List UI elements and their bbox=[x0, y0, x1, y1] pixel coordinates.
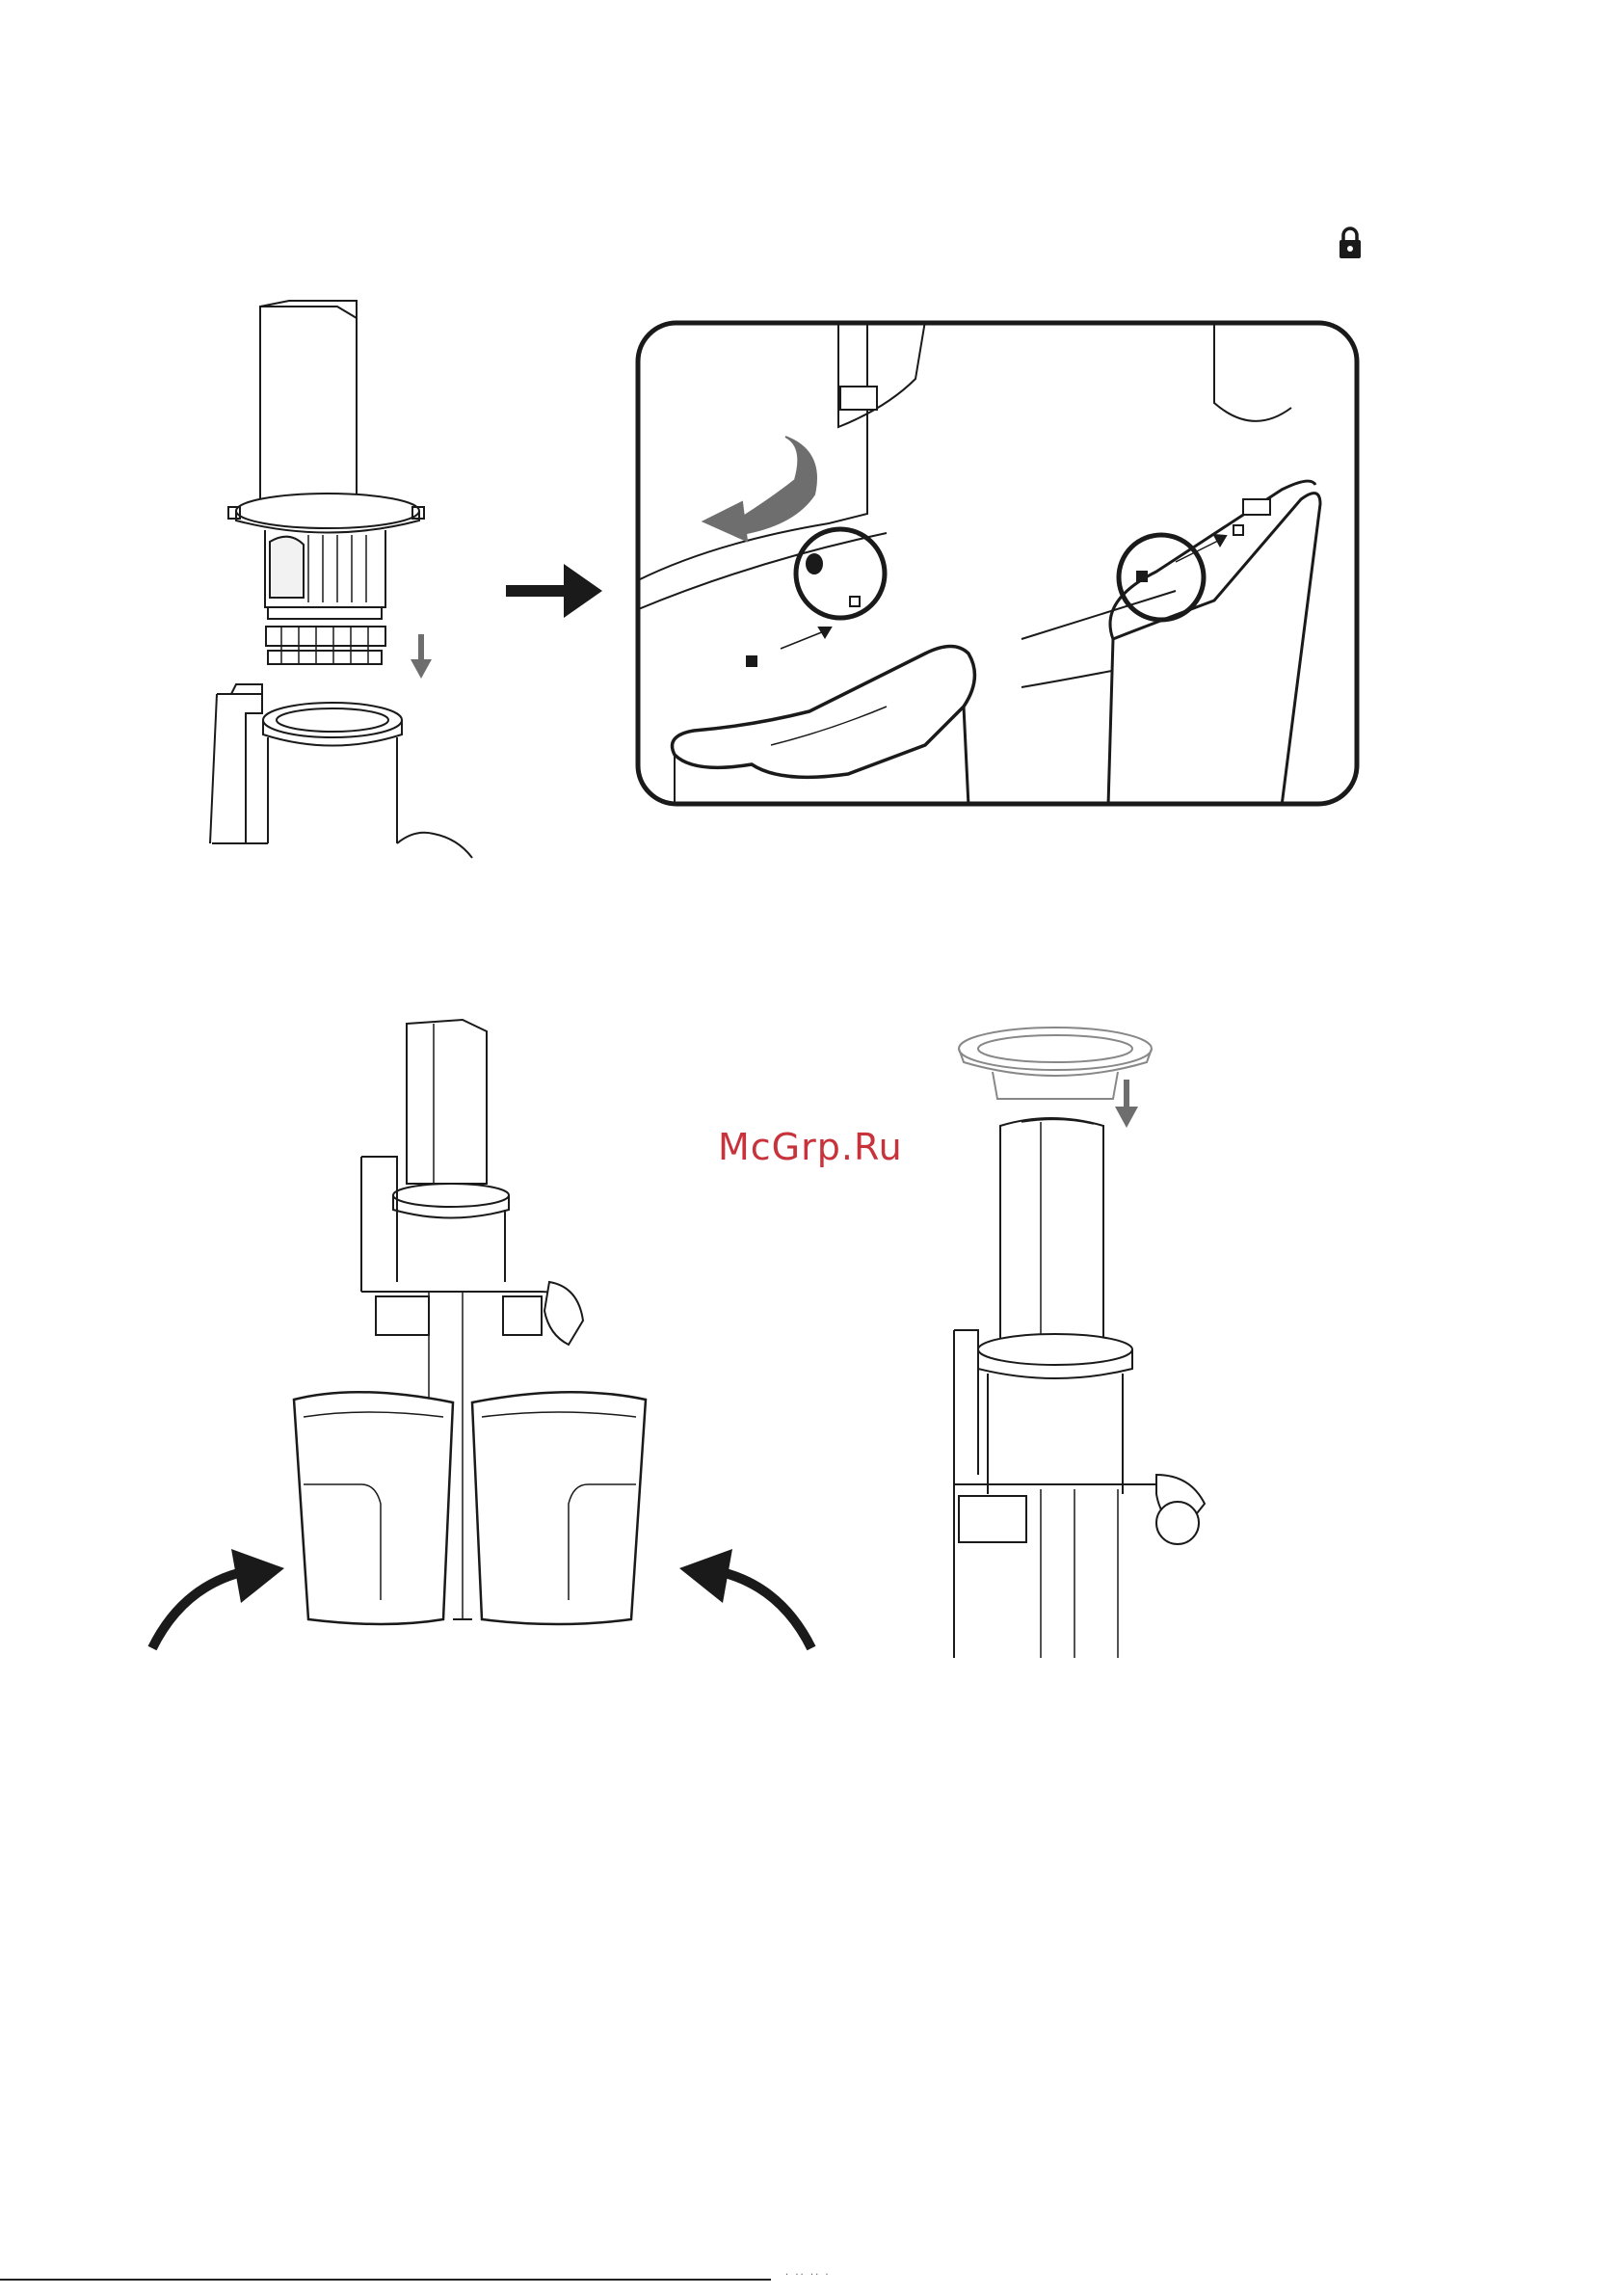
attach-feeding-tube-lid bbox=[925, 1022, 1272, 1658]
juicing-screw-and-bowl-insertion bbox=[193, 289, 501, 868]
footer-rule bbox=[0, 2279, 771, 2281]
bowl-lock-detail bbox=[636, 321, 1359, 806]
right-arrow-icon bbox=[506, 564, 602, 618]
lock-icon bbox=[1337, 226, 1364, 260]
curved-arrow-right-icon bbox=[675, 1537, 819, 1653]
curved-arrow-left-icon bbox=[145, 1537, 289, 1653]
footer-marks: · ·· ·· · bbox=[785, 2270, 831, 2281]
down-arrow-icon bbox=[1114, 1080, 1139, 1130]
watermark: McGrp.Ru bbox=[718, 1126, 903, 1168]
down-arrow-icon bbox=[410, 634, 433, 681]
